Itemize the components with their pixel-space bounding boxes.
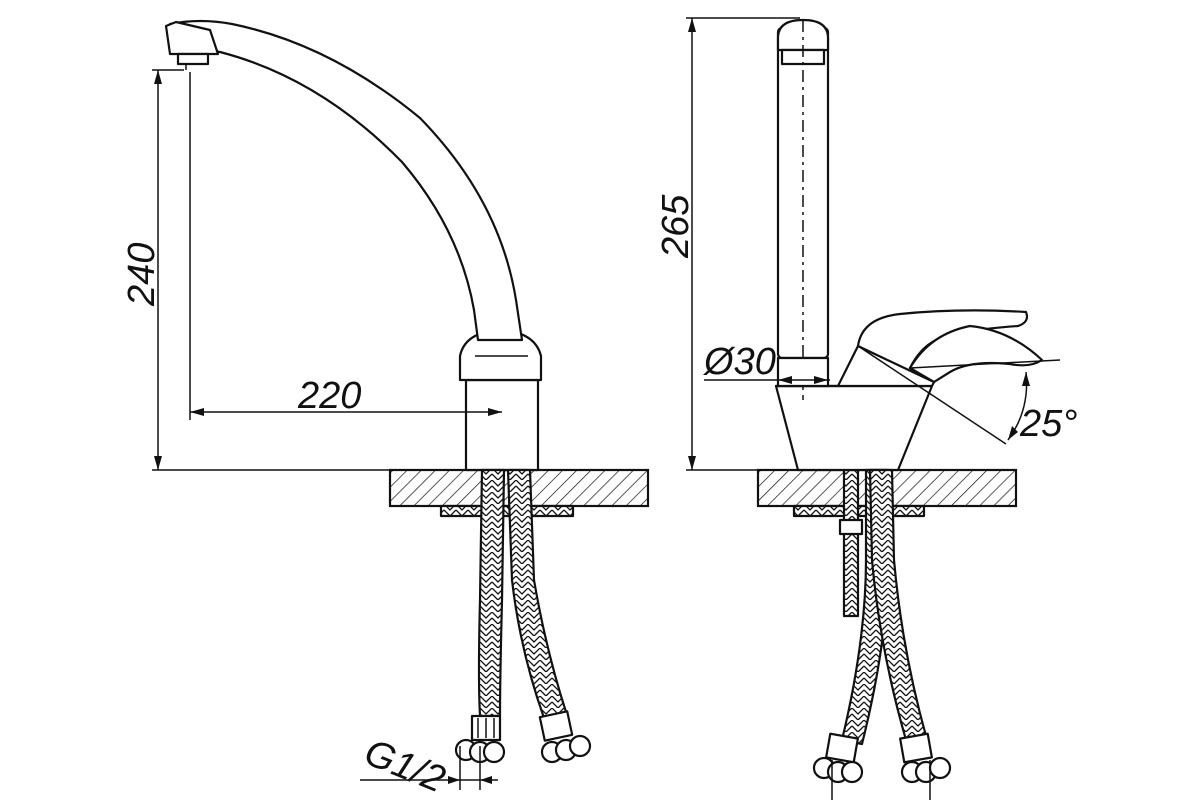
side-fitting-left	[812, 732, 864, 784]
dim-g12-line	[360, 746, 498, 790]
side-view: 265 Ø30 25°	[655, 17, 1077, 800]
dim-spout-reach-label: 220	[297, 375, 361, 417]
front-fitting-right	[538, 710, 592, 764]
dim-spout-diameter-label: Ø30	[702, 341, 776, 383]
side-faucet-body	[774, 384, 934, 472]
front-spout	[168, 19, 524, 342]
dim-spout-height-label: 240	[121, 243, 163, 307]
dim-angle-line	[857, 345, 1061, 445]
front-view: 240 220 G1/2	[121, 19, 650, 800]
front-aerator	[164, 20, 220, 56]
dim-220-line	[189, 72, 502, 420]
dim-diameter-line	[704, 376, 830, 384]
dim-265-line	[686, 17, 800, 471]
dim-lever-angle-label: 25°	[1019, 403, 1077, 445]
dim-connection-label: G1/2	[359, 731, 451, 800]
side-fitting-right	[899, 732, 952, 784]
dim-240-line	[152, 69, 470, 471]
dim-total-height-label: 265	[655, 194, 697, 259]
front-faucet-body	[464, 378, 540, 472]
